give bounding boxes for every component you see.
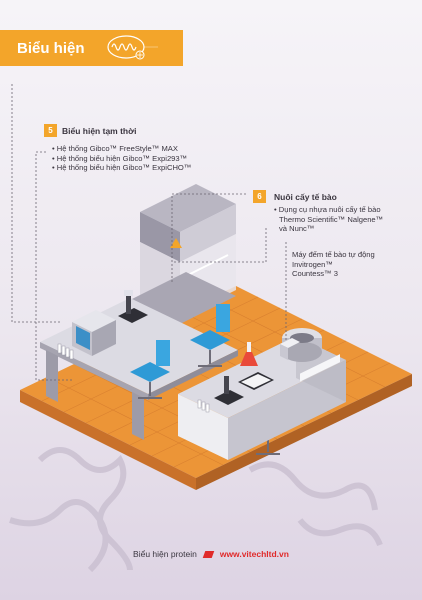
microscope-right bbox=[214, 376, 244, 405]
cell-counter bbox=[280, 338, 300, 360]
cell-counter-label: Máy đếm tế bào tự động Invitrogen™ Count… bbox=[292, 250, 375, 279]
section-6-item: • Dụng cụ nhựa nuôi cấy tế bào Thermo Sc… bbox=[274, 205, 383, 234]
list-item-line: và Nunc™ bbox=[279, 224, 315, 234]
flask bbox=[240, 342, 258, 366]
footer: Biểu hiện protein www.vitechltd.vn bbox=[0, 549, 422, 559]
section-6-title: Nuôi cấy tế bào bbox=[274, 192, 337, 202]
tube-rack-right bbox=[197, 399, 210, 413]
section-6-badge: 6 bbox=[253, 190, 266, 203]
slash-decoration bbox=[202, 550, 215, 558]
microscope bbox=[118, 290, 148, 323]
footer-label: Biểu hiện protein bbox=[133, 549, 197, 559]
list-item: Hệ thống biểu hiện Gibco™ ExpiCHO™ bbox=[52, 163, 192, 173]
section-5-title: Biểu hiện tạm thời bbox=[62, 126, 137, 136]
leader-lines bbox=[11, 84, 287, 381]
website-link[interactable]: www.vitechltd.vn bbox=[219, 549, 289, 559]
label-line: Countess™ 3 bbox=[292, 269, 339, 279]
incubator bbox=[72, 310, 116, 356]
list-item-line: • Dụng cụ nhựa nuôi cấy tế bào bbox=[274, 205, 381, 214]
lab-chair-middle bbox=[190, 304, 230, 367]
label-line: Invitrogen™ bbox=[292, 259, 333, 269]
protein-ribbon-decoration bbox=[9, 447, 383, 573]
wave-cell-icon bbox=[107, 35, 158, 60]
section-header: Biểu hiện bbox=[0, 30, 183, 66]
lab-chair-left bbox=[130, 340, 170, 399]
list-item-line: Thermo Scientific™ Nalgene™ bbox=[279, 214, 384, 224]
section-5-list: Hệ thống Gibco™ FreeStyle™ MAX Hệ thống … bbox=[52, 144, 192, 173]
list-item: Hệ thống Gibco™ FreeStyle™ MAX bbox=[52, 144, 191, 154]
list-item: Hệ thống biểu hiện Gibco™ Expi293™ bbox=[52, 154, 191, 164]
page-title: Biểu hiện bbox=[17, 39, 85, 57]
tube-rack bbox=[57, 343, 74, 360]
biosafety-cabinet bbox=[130, 184, 236, 324]
tablet bbox=[238, 372, 274, 390]
label-line: Máy đếm tế bào tự động bbox=[292, 250, 375, 259]
section-5-badge: 5 bbox=[44, 124, 57, 137]
